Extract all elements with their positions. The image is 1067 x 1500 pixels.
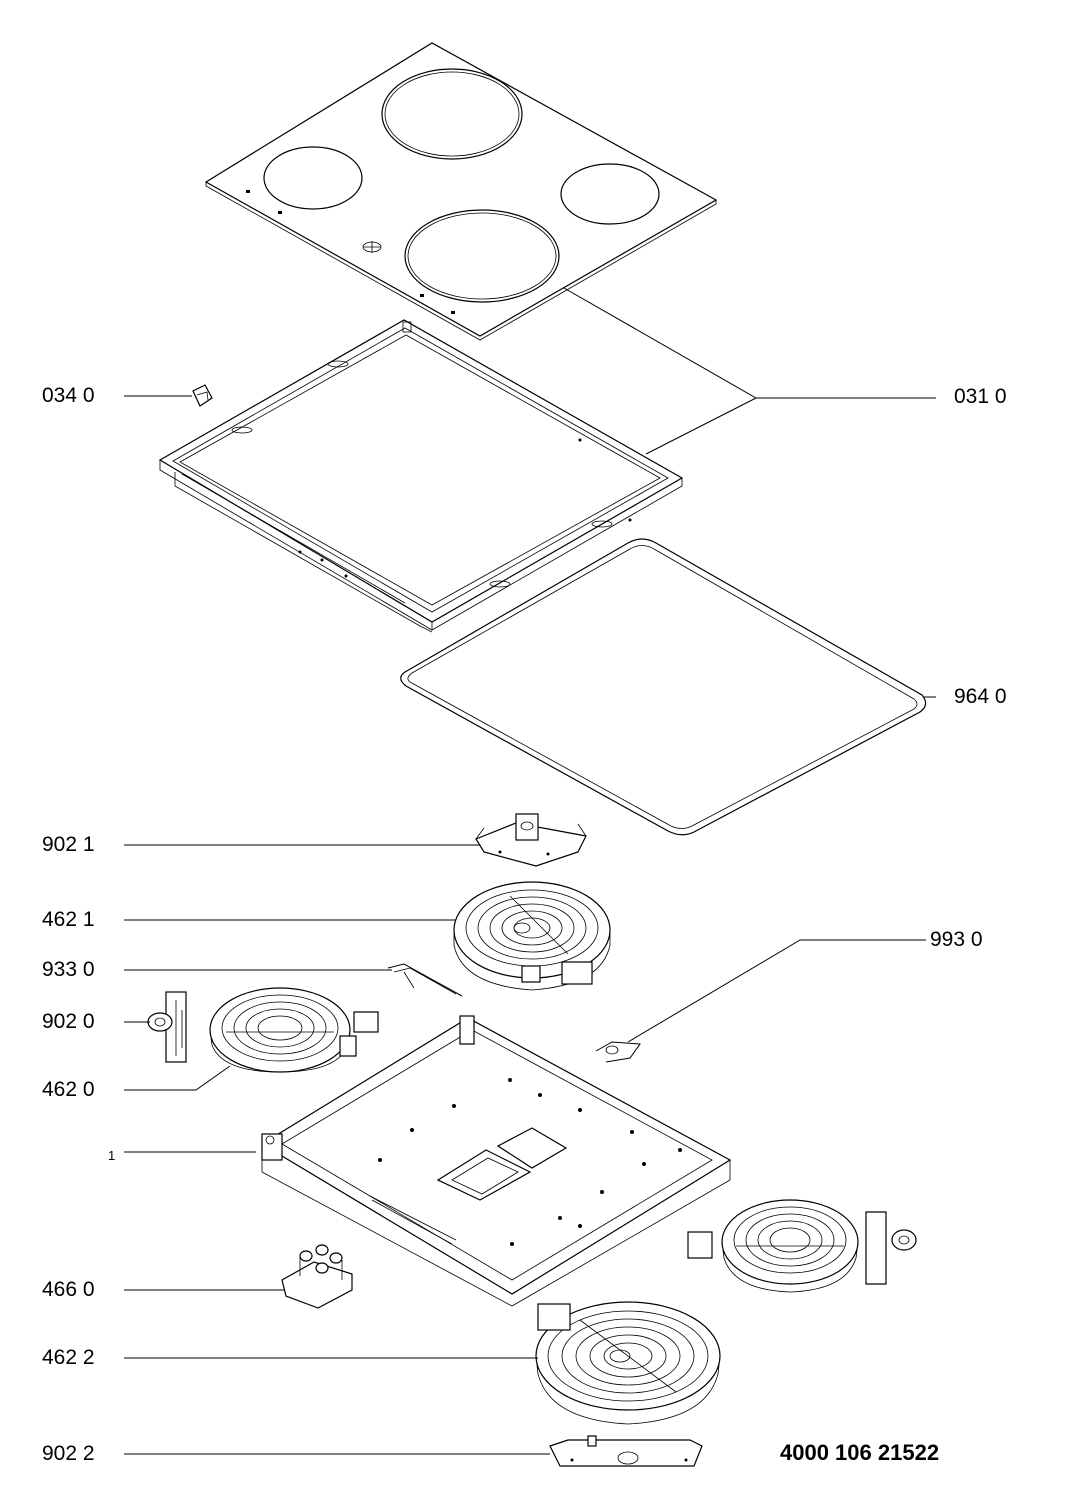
radiant-heater-front xyxy=(535,1301,721,1425)
gasket xyxy=(400,538,927,836)
bracket-top xyxy=(475,813,587,867)
leader-lines xyxy=(124,287,936,1455)
clip-part xyxy=(192,384,213,407)
label-462-1: 462 1 xyxy=(42,908,95,931)
label-462-0: 462 0 xyxy=(42,1078,95,1101)
bracket-left xyxy=(147,991,187,1063)
bracket-bottom xyxy=(549,1435,703,1467)
control-symbol-icon xyxy=(362,241,382,253)
glass-ceramic-top xyxy=(204,42,718,341)
document-number: 4000 106 21522 xyxy=(780,1440,940,1465)
label-993-0: 993 0 xyxy=(930,928,983,951)
radiant-heater-medium xyxy=(209,987,379,1073)
label-031-0: 031 0 xyxy=(954,385,1007,408)
label-933-0: 933 0 xyxy=(42,958,95,981)
label-902-0: 902 0 xyxy=(42,1010,95,1033)
label-462-2: 462 2 xyxy=(42,1346,95,1369)
cooktop-frame xyxy=(158,319,684,633)
radiant-heater-right xyxy=(687,1199,917,1293)
label-964-0: 964 0 xyxy=(954,685,1007,708)
label-902-1: 902 1 xyxy=(42,833,95,856)
label-1: 1 xyxy=(108,1148,116,1163)
label-902-2: 902 2 xyxy=(42,1442,95,1465)
radiant-heater-large xyxy=(453,881,611,991)
label-034-0: 034 0 xyxy=(42,384,95,407)
temperature-limiter xyxy=(387,963,463,997)
terminal-block xyxy=(281,1244,353,1309)
base-tray xyxy=(260,1015,732,1307)
spring-clip xyxy=(595,1041,641,1063)
label-466-0: 466 0 xyxy=(42,1278,95,1301)
